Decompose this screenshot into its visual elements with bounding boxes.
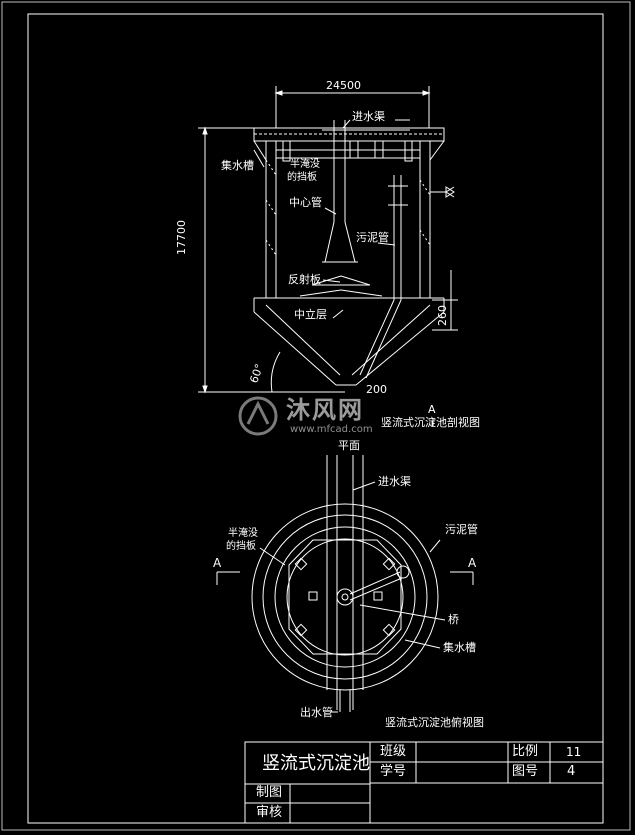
student-id-label: 学号 [380, 764, 407, 779]
dim-slope-depth: 260 [436, 305, 449, 326]
label-collecting-trough: 集水槽 [221, 159, 254, 172]
scale-label: 比例 [512, 744, 539, 759]
label-inlet-channel: 进水渠 [352, 110, 385, 123]
plan-header: 平面 [338, 439, 360, 452]
plan-view [216, 455, 474, 713]
section-view-title: 竖流式沉淀池剖视图 [381, 416, 480, 429]
drawing-title: 竖流式沉淀池 [262, 753, 370, 774]
section-mark-top: A [428, 403, 436, 416]
plan-label-bridge: 桥 [448, 613, 459, 626]
dim-bottom: 200 [366, 383, 387, 396]
title-block-lines [244, 741, 604, 824]
label-neutral-layer: 中立层 [294, 308, 327, 321]
drawing-no-label: 图号 [512, 764, 539, 779]
class-label: 班级 [380, 744, 407, 759]
plan-label-outlet-pipe: 出水管 [300, 706, 333, 719]
label-sludge-pipe: 污泥管 [356, 231, 389, 244]
dim-height: 17700 [175, 220, 188, 255]
plan-label-collecting-trough: 集水槽 [443, 641, 476, 654]
dim-width: 24500 [326, 79, 361, 92]
label-center-pipe: 中心管 [289, 196, 322, 209]
checked-by-label: 审核 [256, 805, 283, 820]
watermark-logo [238, 396, 278, 436]
plan-view-title: 竖流式沉淀池俯视图 [385, 716, 484, 729]
plan-label-inlet-channel: 进水渠 [378, 475, 411, 488]
plan-section-right: A [468, 556, 477, 570]
drawing-no-value: 4 [567, 764, 576, 779]
watermark-brand: 沐风网 [286, 396, 364, 424]
label-baffle-2: 的挡板 [287, 172, 317, 183]
section-view [198, 86, 458, 426]
scale-value: 11 [566, 745, 582, 759]
label-reflector: 反射板 [288, 273, 321, 286]
plan-label-baffle-2: 的挡板 [226, 541, 256, 552]
drawn-by-label: 制图 [256, 785, 283, 800]
plan-label-sludge-pipe: 污泥管 [445, 523, 478, 536]
watermark-url: www.mfcad.com [290, 424, 373, 435]
plan-section-left: A [213, 556, 222, 570]
plan-label-baffle-1: 半淹没 [228, 528, 258, 539]
label-baffle-1: 半淹没 [290, 159, 320, 170]
